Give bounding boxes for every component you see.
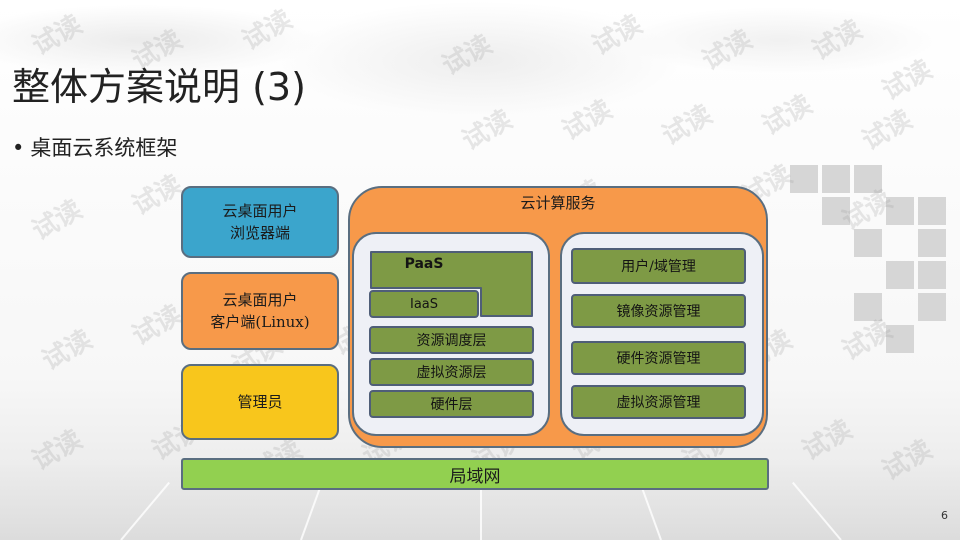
hardware-resource-management: 硬件资源管理 xyxy=(571,341,746,375)
browser-client-line2: 浏览器端 xyxy=(229,224,290,242)
admin-box: 管理员 xyxy=(181,364,339,440)
linux-client-line2: 客户端(Linux) xyxy=(210,313,310,331)
iaas-layer: IaaS xyxy=(369,290,479,318)
linux-client-box: 云桌面用户 客户端(Linux) xyxy=(181,272,339,350)
lan-bar: 局域网 xyxy=(181,458,769,490)
paas-layer xyxy=(370,251,533,317)
watermark-text: 试读 xyxy=(797,414,858,467)
user-domain-management: 用户/域管理 xyxy=(571,248,746,284)
browser-client-line1: 云桌面用户 xyxy=(222,201,298,220)
bullet-text: 桌面云系统框架 xyxy=(30,136,178,160)
hardware-layer: 硬件层 xyxy=(369,390,534,418)
browser-client-box: 云桌面用户 浏览器端 xyxy=(181,186,339,258)
linux-client-line1: 云桌面用户 xyxy=(222,290,298,309)
resource-scheduling-layer: 资源调度层 xyxy=(369,326,534,354)
watermark-text: 试读 xyxy=(127,299,188,352)
watermark-text: 试读 xyxy=(37,324,98,377)
image-resource-management: 镜像资源管理 xyxy=(571,294,746,328)
slide-title: 整体方案说明 (3) xyxy=(12,65,306,109)
paas-label: PaaS xyxy=(404,256,444,272)
bullet-marker: • xyxy=(12,136,25,160)
background-squares xyxy=(790,165,960,395)
admin-label: 管理员 xyxy=(237,392,283,411)
virtual-resource-layer: 虚拟资源层 xyxy=(369,358,534,386)
virtual-resource-management: 虚拟资源管理 xyxy=(571,385,746,419)
cloud-services-title: 云计算服务 xyxy=(520,194,596,212)
page-number: 6 xyxy=(941,509,948,522)
bullet-item: •桌面云系统框架 xyxy=(12,132,177,162)
